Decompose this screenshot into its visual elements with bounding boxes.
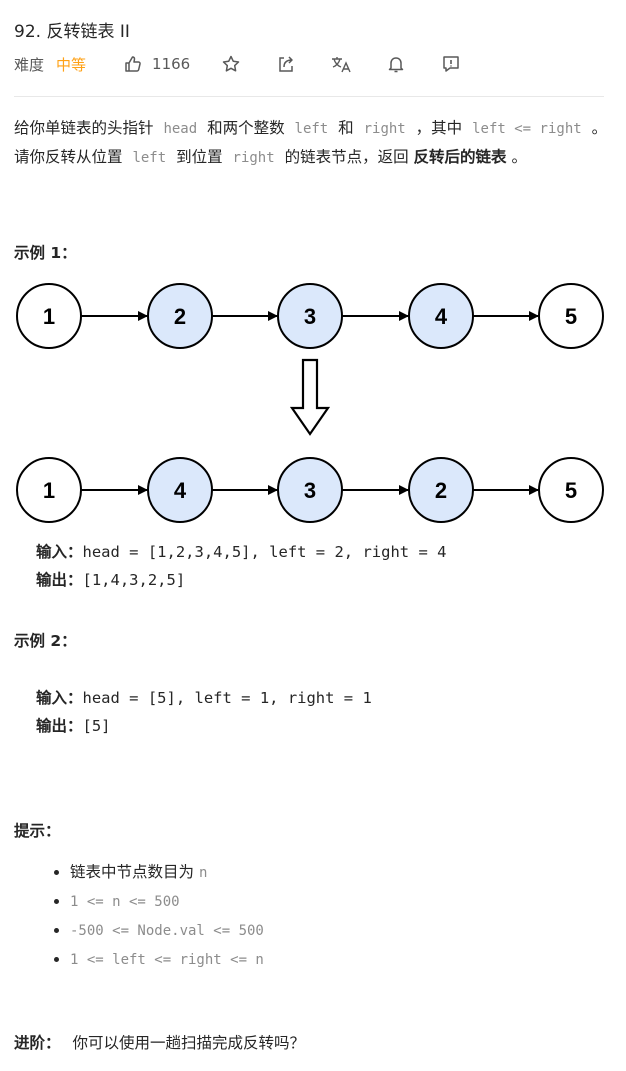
list-node (277, 457, 343, 523)
constraint-item: 链表中节点数目为 n (70, 858, 264, 887)
constraint-item: 1 <= n <= 500 (70, 887, 264, 916)
list-after: 1 4 3 2 5 (16, 457, 604, 523)
example-1-output: [1,4,3,2,5] (82, 571, 186, 589)
desc-text: 给你单链表的头指针 (14, 119, 159, 137)
down-arrow-icon (289, 358, 331, 436)
constraints-heading: 提示： (14, 822, 61, 840)
followup-label: 进阶： (14, 1034, 61, 1052)
translate-icon[interactable] (330, 53, 352, 75)
code-left: left (132, 149, 167, 166)
desc-text: 和两个整数 (202, 119, 290, 137)
constraint-code: -500 <= Node.val <= 500 (70, 923, 264, 939)
example-1-io: 输入：head = [1,2,3,4,5], left = 2, right =… (36, 538, 446, 594)
desc-text: 和 (333, 119, 359, 137)
star-icon[interactable] (220, 53, 242, 75)
list-node (16, 283, 82, 349)
example-2-input: head = [5], left = 1, right = 1 (82, 689, 372, 707)
linked-list-diagram: 1 2 3 4 5 1 4 3 2 5 (16, 283, 604, 523)
desc-text: 。 (506, 147, 527, 166)
code-left: left (294, 121, 329, 137)
list-node (16, 457, 82, 523)
example-2-io: 输入：head = [5], left = 1, right = 1 输出：[5… (36, 684, 372, 740)
example-1-input: head = [1,2,3,4,5], left = 2, right = 4 (82, 543, 447, 561)
like-count: 1166 (152, 55, 191, 73)
desc-text: 。请你反转从位置 (14, 119, 608, 166)
problem-title: 92. 反转链表 II (14, 22, 130, 42)
list-node-value: 4 (174, 478, 187, 503)
list-node (408, 457, 474, 523)
constraint-text: 链表中节点数目为 (70, 863, 199, 881)
list-node-value: 2 (174, 304, 186, 329)
input-label: 输入： (36, 689, 83, 707)
output-label: 输出： (36, 717, 83, 735)
meta-bar: 难度 中等 1166 (14, 50, 462, 78)
desc-text: ，其中 (410, 119, 468, 137)
followup: 进阶： 你可以使用一趟扫描完成反转吗？ (14, 1031, 305, 1053)
list-node-value: 3 (304, 478, 316, 503)
desc-bold: 反转后的链表 (413, 147, 507, 166)
list-before: 1 2 3 4 5 (16, 283, 604, 349)
constraint-item: -500 <= Node.val <= 500 (70, 916, 264, 945)
code-right: right (363, 121, 406, 137)
bell-icon[interactable] (385, 53, 407, 75)
list-node-value: 3 (304, 304, 316, 329)
list-node-value: 1 (43, 304, 55, 329)
constraint-code: 1 <= left <= right <= n (70, 952, 264, 968)
example-2-heading: 示例 2： (14, 632, 77, 650)
code-condition: left <= right (472, 121, 582, 137)
difficulty-badge: 中等 (56, 55, 87, 74)
constraints-list: 链表中节点数目为 n 1 <= n <= 500 -500 <= Node.va… (48, 858, 264, 974)
list-node (538, 457, 604, 523)
list-node (147, 283, 213, 349)
divider (14, 96, 604, 97)
problem-description: 给你单链表的头指针 head 和两个整数 left 和 right ，其中 le… (14, 115, 608, 172)
constraint-item: 1 <= left <= right <= n (70, 945, 264, 974)
constraint-code: n (198, 865, 208, 881)
share-icon[interactable] (275, 53, 297, 75)
list-node (408, 283, 474, 349)
difficulty-label: 难度 (14, 55, 45, 74)
desc-text: 的链表节点，返回 (279, 147, 414, 166)
like-button[interactable]: 1166 (122, 53, 190, 75)
list-node-value: 1 (43, 478, 55, 503)
list-node (538, 283, 604, 349)
example-1-heading: 示例 1： (14, 244, 77, 262)
feedback-icon[interactable] (440, 53, 462, 75)
example-2-output: [5] (82, 717, 111, 735)
output-label: 输出： (36, 571, 83, 589)
list-node (147, 457, 213, 523)
thumbs-up-icon (122, 53, 144, 75)
code-right: right (232, 149, 275, 166)
list-node-value: 5 (565, 478, 577, 503)
list-node-value: 4 (435, 304, 448, 329)
list-node (277, 283, 343, 349)
desc-text: 到位置 (171, 147, 228, 166)
list-node-value: 2 (435, 478, 447, 503)
constraint-code: 1 <= n <= 500 (70, 894, 180, 910)
input-label: 输入： (36, 543, 83, 561)
code-head: head (163, 121, 198, 137)
followup-text: 你可以使用一趟扫描完成反转吗？ (72, 1034, 306, 1052)
list-node-value: 5 (565, 304, 577, 329)
